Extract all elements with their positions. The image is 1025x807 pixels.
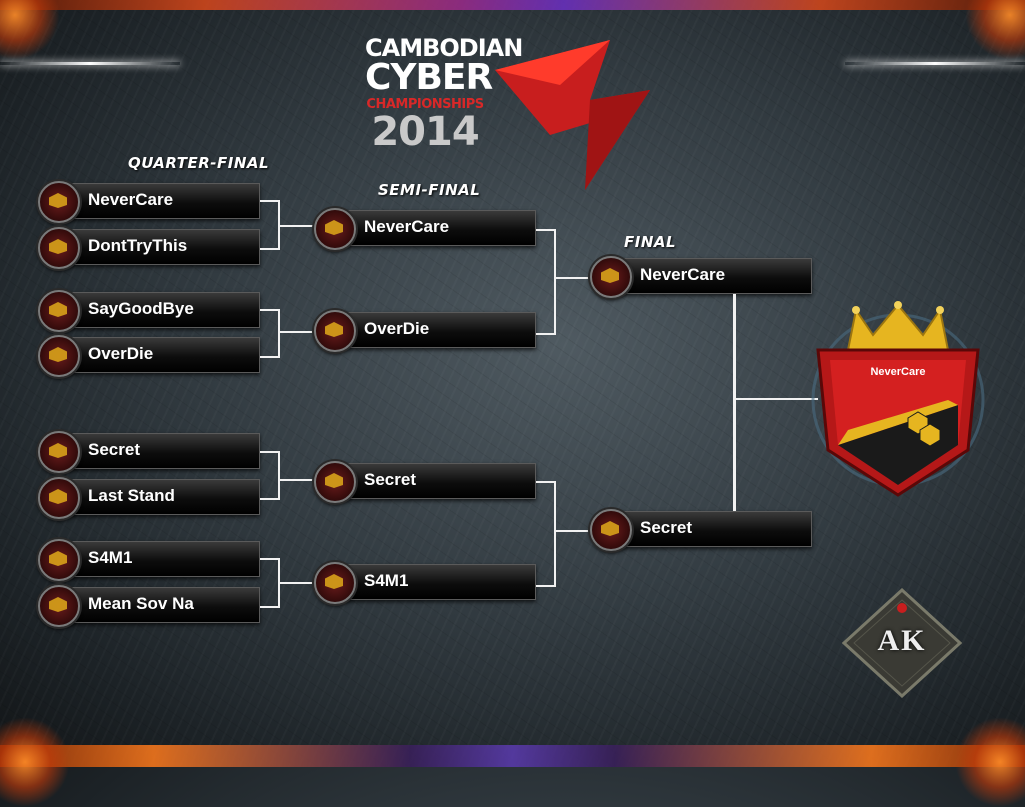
- top-frame: [0, 0, 1025, 70]
- sponsor-text: AK: [877, 624, 927, 657]
- team-badge-icon: [38, 431, 80, 473]
- bracket-connector: [536, 229, 556, 335]
- qf-slot[interactable]: Mean Sov Na: [38, 585, 260, 627]
- team-name: Secret: [364, 470, 416, 489]
- champion-name: NeverCare: [870, 366, 926, 378]
- team-name: S4M1: [364, 571, 409, 590]
- event-logo-mark: [495, 40, 650, 190]
- bracket-connector: [278, 582, 314, 584]
- team-badge-icon: [38, 477, 80, 519]
- team-badge-icon: [38, 539, 80, 581]
- team-name: NeverCare: [640, 265, 726, 284]
- logo-line3: CHAMPIONSHIPS: [366, 97, 484, 112]
- champion-crest: NeverCare: [808, 300, 988, 500]
- team-name: OverDie: [88, 344, 154, 363]
- team-name: SayGoodBye: [88, 299, 194, 318]
- team-name: Last Stand: [88, 486, 175, 505]
- qf-slot[interactable]: DontTryThis: [38, 227, 260, 269]
- team-name: NeverCare: [364, 217, 450, 236]
- ak-diamond-icon: [841, 587, 963, 699]
- bracket-connector: [736, 398, 818, 400]
- team-badge-icon: [38, 181, 80, 223]
- qf-slot[interactable]: Secret: [38, 431, 260, 473]
- team-badge-icon: [314, 562, 356, 604]
- sf-slot[interactable]: OverDie: [314, 310, 536, 352]
- bracket-connector: [554, 530, 590, 532]
- team-badge-icon: [38, 585, 80, 627]
- bottom-frame: [0, 707, 1025, 807]
- team-badge-icon: [314, 208, 356, 250]
- team-name: S4M1: [88, 548, 133, 567]
- team-name: Mean Sov Na: [88, 594, 194, 613]
- team-name: OverDie: [364, 319, 430, 338]
- logo-line2: CYBER: [365, 57, 493, 98]
- bracket-connector: [278, 225, 314, 227]
- bracket-connector: [260, 451, 280, 500]
- sponsor-logo: AK: [841, 587, 963, 699]
- bracket-connector: [278, 479, 314, 481]
- event-logo: CAMBODIAN CYBER CHAMPIONSHIPS 2014: [365, 36, 523, 155]
- team-badge-icon: [38, 335, 80, 377]
- semi-final-title: SEMI-FINAL: [378, 181, 481, 199]
- qf-slot[interactable]: S4M1: [38, 539, 260, 581]
- team-name: Secret: [88, 440, 140, 459]
- final-slot[interactable]: Secret: [590, 509, 812, 551]
- team-badge-icon: [38, 290, 80, 332]
- bracket-connector: [733, 294, 736, 511]
- team-badge-icon: [314, 310, 356, 352]
- team-badge-icon: [590, 256, 632, 298]
- team-name: Secret: [640, 518, 692, 537]
- qf-slot[interactable]: OverDie: [38, 335, 260, 377]
- final-slot[interactable]: NeverCare: [590, 256, 812, 298]
- bracket-connector: [554, 277, 590, 279]
- sf-slot[interactable]: NeverCare: [314, 208, 536, 250]
- bracket-connector: [536, 481, 556, 587]
- bracket-connector: [260, 558, 280, 608]
- fire-glow-right: [965, 0, 1025, 60]
- sf-slot[interactable]: S4M1: [314, 562, 536, 604]
- bracket-connector: [260, 200, 280, 250]
- team-name: NeverCare: [88, 190, 174, 209]
- bracket-connector: [278, 331, 314, 333]
- qf-slot[interactable]: Last Stand: [38, 477, 260, 519]
- qf-slot[interactable]: SayGoodBye: [38, 290, 260, 332]
- team-badge-icon: [38, 227, 80, 269]
- sf-slot[interactable]: Secret: [314, 461, 536, 503]
- team-badge-icon: [590, 509, 632, 551]
- fire-glow-left: [0, 0, 60, 60]
- team-name: DontTryThis: [88, 236, 188, 255]
- bracket-connector: [260, 309, 280, 358]
- team-badge-icon: [314, 461, 356, 503]
- qf-slot[interactable]: NeverCare: [38, 181, 260, 223]
- final-title: FINAL: [624, 233, 677, 251]
- quarter-final-title: QUARTER-FINAL: [128, 154, 270, 172]
- logo-year: 2014: [371, 109, 479, 155]
- crown-shield-icon: [811, 301, 985, 497]
